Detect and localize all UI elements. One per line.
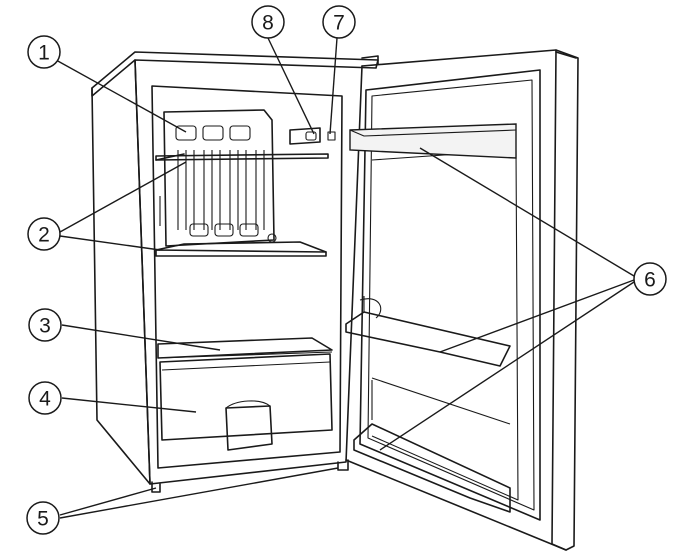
leader-7 <box>329 37 338 135</box>
callout-5-number: 5 <box>37 508 49 531</box>
callout-2: 2 <box>27 217 61 251</box>
callout-6-number: 6 <box>644 269 656 292</box>
leader-3 <box>61 324 221 351</box>
leader-6b <box>439 279 635 353</box>
leader-2b <box>59 235 161 251</box>
callout-7: 7 <box>322 5 356 39</box>
callout-1: 1 <box>27 35 61 69</box>
evaporator <box>159 109 277 247</box>
leader-lines <box>55 37 635 519</box>
callout-2-number: 2 <box>38 224 50 247</box>
callout-8: 8 <box>251 5 285 39</box>
callout-3-number: 3 <box>39 315 51 338</box>
callout-6: 6 <box>633 262 667 296</box>
leader-2a <box>59 161 187 233</box>
leader-6c <box>379 281 635 451</box>
cabinet <box>91 51 379 493</box>
leader-5b <box>59 467 339 519</box>
shelves <box>155 153 329 257</box>
crisper-cover <box>157 337 333 359</box>
callout-1-number: 1 <box>38 42 50 65</box>
leader-1 <box>55 59 187 133</box>
callout-4-number: 4 <box>39 388 51 411</box>
callout-5: 5 <box>26 501 60 535</box>
leader-4 <box>61 397 197 413</box>
door <box>345 49 579 551</box>
callout-7-number: 7 <box>333 12 345 35</box>
leader-5a <box>59 487 157 516</box>
thermostat-lamp <box>289 127 336 145</box>
leader-8 <box>267 37 315 135</box>
callout-3: 3 <box>28 308 62 342</box>
callout-4: 4 <box>28 381 62 415</box>
leader-6a <box>419 147 635 277</box>
crisper-drawer <box>159 353 333 451</box>
callout-8-number: 8 <box>262 12 274 35</box>
